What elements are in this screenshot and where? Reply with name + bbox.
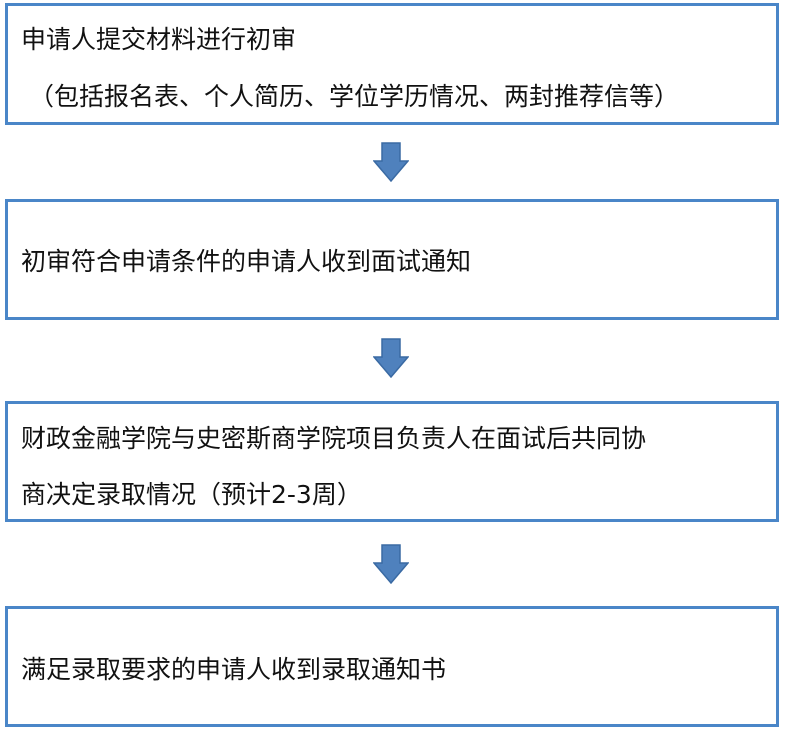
down-arrow-icon (373, 142, 409, 182)
step-4-text-line-1: 满足录取要求的申请人收到录取通知书 (21, 655, 447, 684)
down-arrow-icon (373, 544, 409, 584)
step-1-box: 申请人提交材料进行初审 （包括报名表、个人简历、学位学历情况、两封推荐信等） (5, 3, 779, 125)
step-3-box: 财政金融学院与史密斯商学院项目负责人在面试后共同协 商决定录取情况（预计2-3周… (5, 401, 779, 522)
step-3-text-line-2: 商决定录取情况（预计2-3周） (21, 480, 362, 509)
step-2-box: 初审符合申请条件的申请人收到面试通知 (5, 199, 779, 320)
step-4-box: 满足录取要求的申请人收到录取通知书 (5, 606, 779, 727)
down-arrow-icon (373, 338, 409, 378)
step-1-text-line-1: 申请人提交材料进行初审 (21, 25, 297, 54)
step-2-text-line-1: 初审符合申请条件的申请人收到面试通知 (21, 247, 472, 276)
step-1-text-line-2: （包括报名表、个人简历、学位学历情况、两封推荐信等） (29, 82, 680, 111)
step-3-text-line-1: 财政金融学院与史密斯商学院项目负责人在面试后共同协 (21, 424, 647, 453)
